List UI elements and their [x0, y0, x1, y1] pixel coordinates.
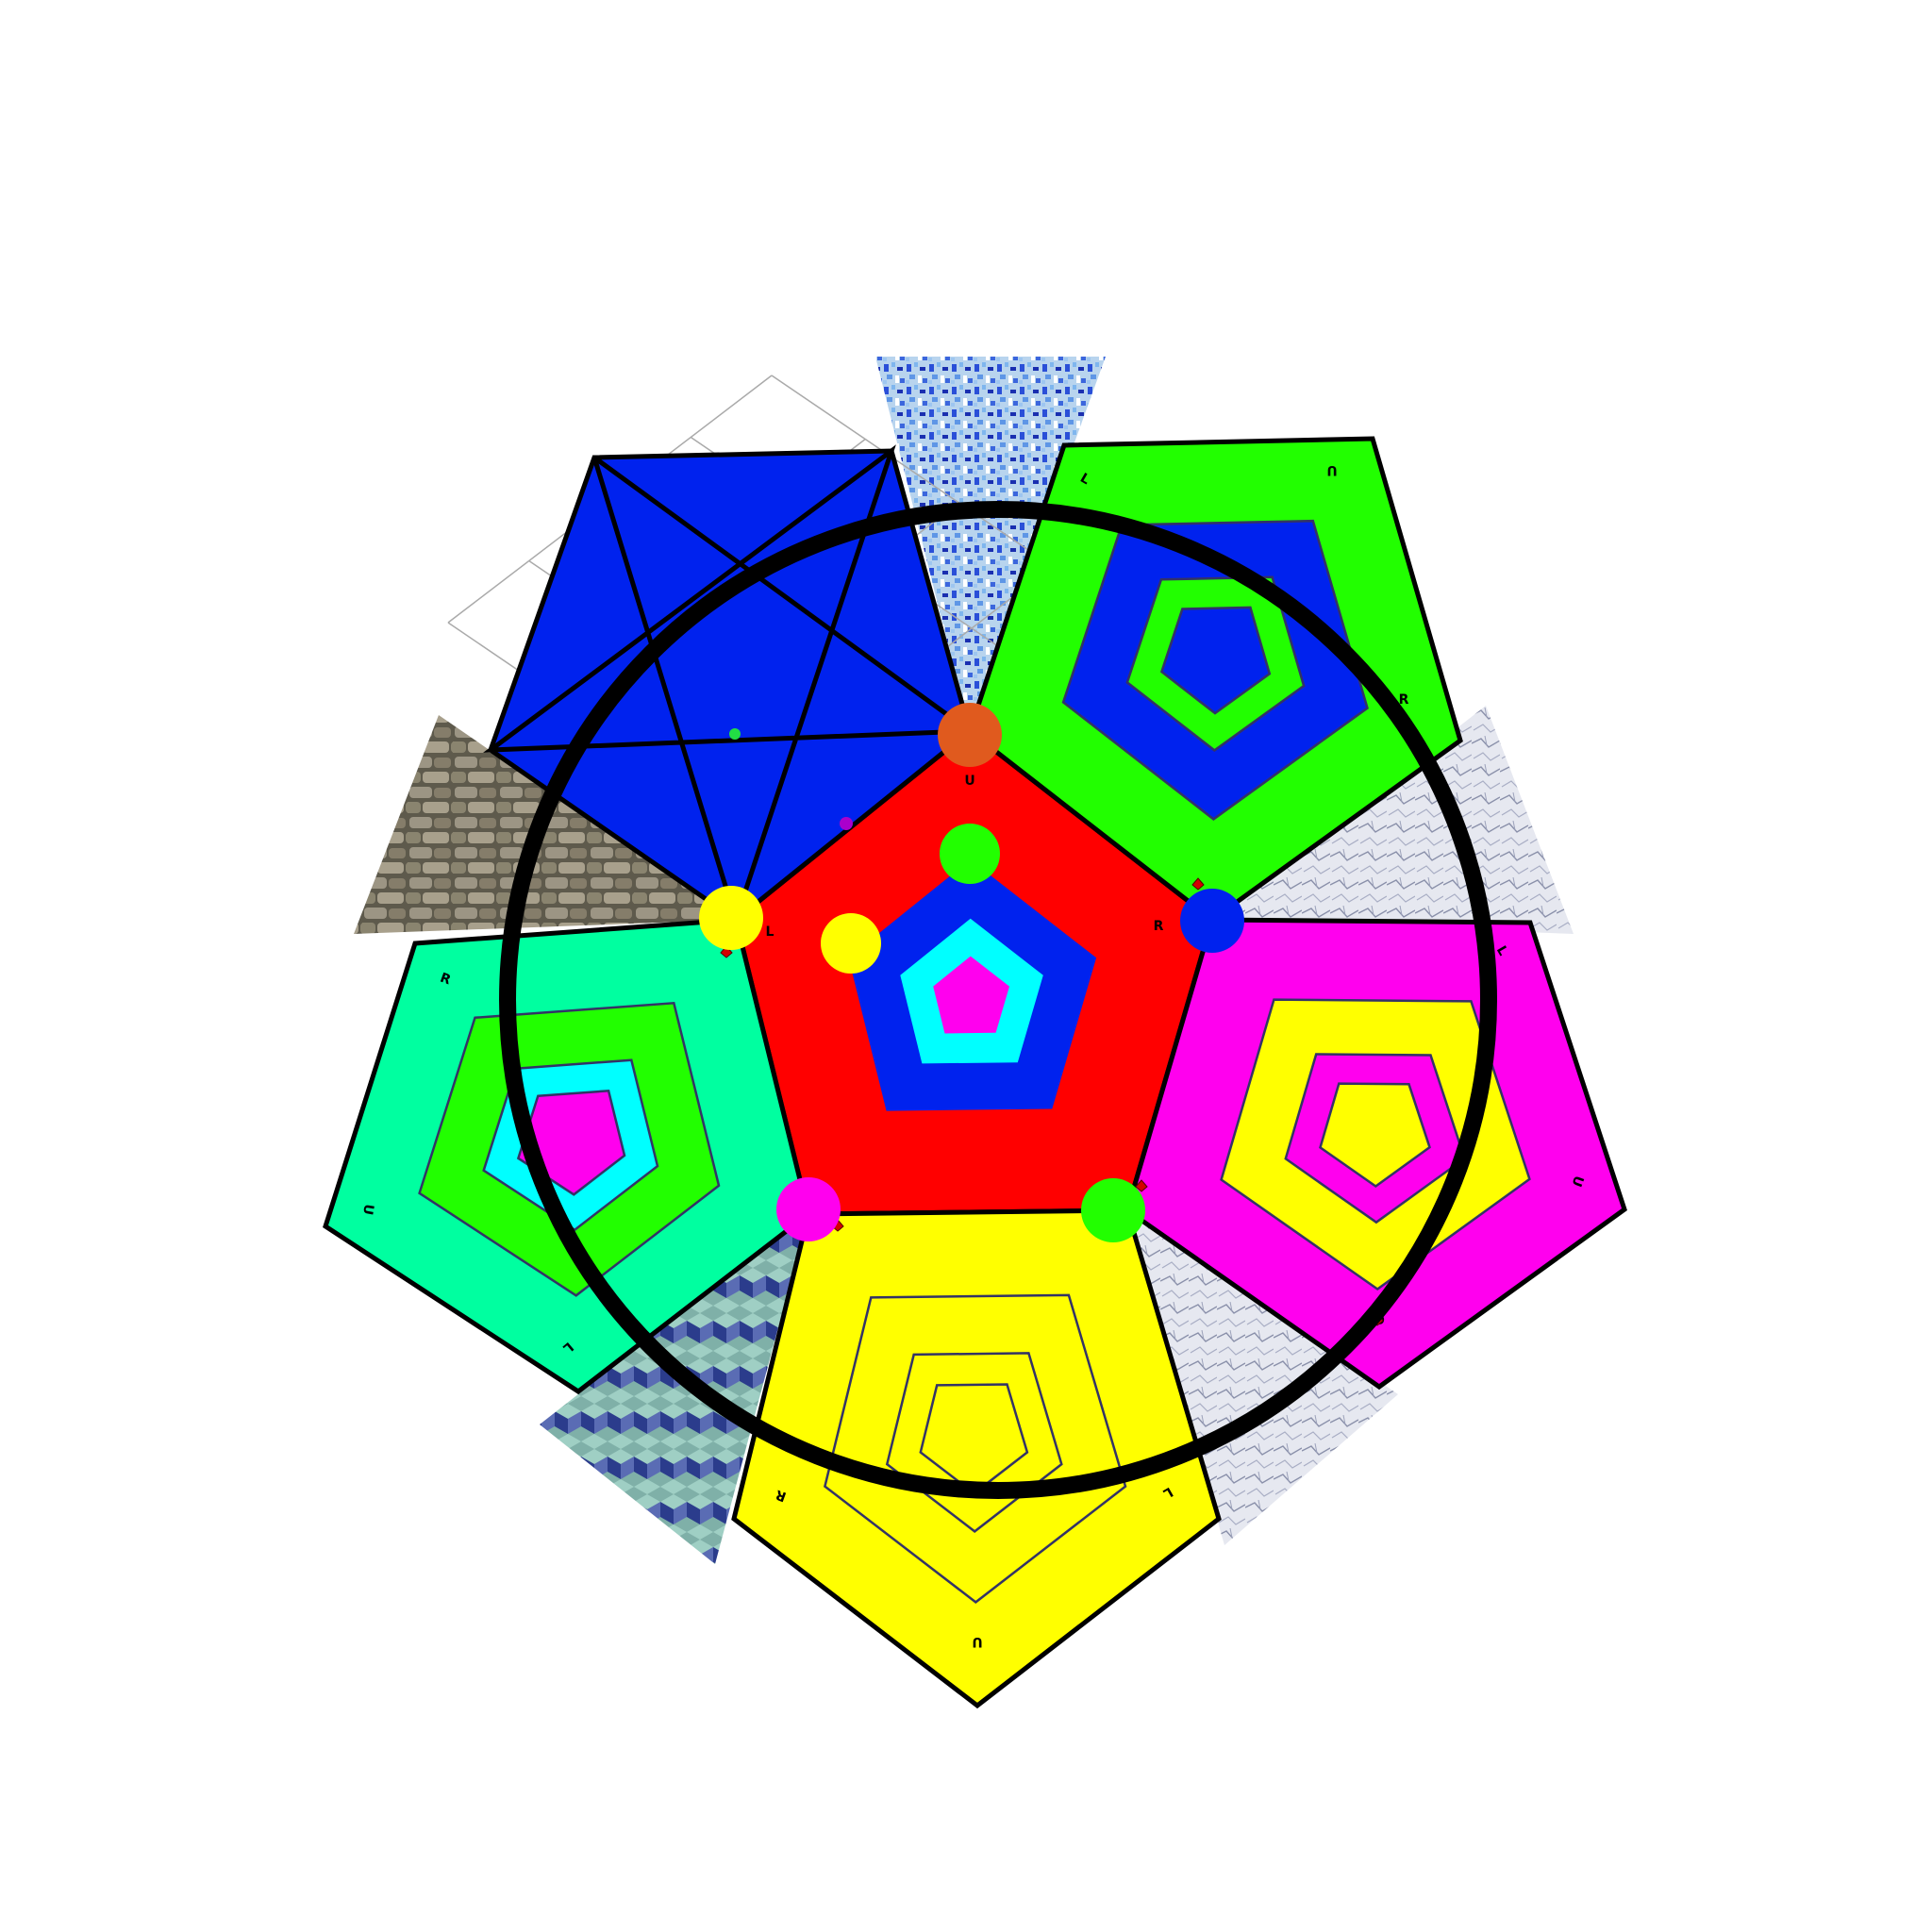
- tiny-purple-dot: [840, 817, 853, 830]
- mosaic-texture-triangle: [875, 357, 1106, 731]
- upper-left-face-shape: [488, 448, 973, 924]
- bottom-face: [731, 1208, 1222, 1709]
- pentagon-faces: [323, 436, 1627, 1709]
- lower-right-vertex-dot: [1081, 1178, 1145, 1242]
- upper-right-face-inner-ring-3: [1159, 606, 1272, 715]
- lower-left-vertex-dot: [776, 1177, 841, 1241]
- edge-label-center-right: R: [1154, 919, 1164, 934]
- right-face-inner-ring-3: [1319, 1082, 1431, 1189]
- bottom-face-inner-ring-3: [919, 1383, 1029, 1495]
- left-face: [323, 917, 811, 1395]
- edge-label-left-up: U: [359, 1203, 376, 1216]
- marble-texture-triangle-right: [1212, 706, 1574, 934]
- left-vertex-dot: [699, 886, 763, 950]
- cube-texture-triangle: [540, 1214, 808, 1564]
- upper-right-face: [967, 436, 1463, 924]
- pentagram-star: [483, 444, 977, 928]
- outer-ring-circle: [499, 501, 1497, 1499]
- top-vertex-dot: [938, 703, 1002, 767]
- inner-left-dot: [821, 913, 881, 974]
- right-face: [1124, 917, 1627, 1391]
- edge-label-bottom-up: U: [972, 1634, 982, 1649]
- marble-texture-triangle-lower-right: [1127, 1210, 1398, 1545]
- vertex-dots: [699, 703, 1244, 1242]
- upper-left-face: [483, 444, 977, 928]
- edge-label-upper-right-right: R: [1399, 692, 1409, 708]
- edge-label-center-left: L: [766, 924, 774, 940]
- edge-label-center-top: U: [964, 774, 974, 789]
- red-marker: [1191, 877, 1205, 891]
- edge-label-right-up: U: [1569, 1174, 1587, 1189]
- edge-label-upper-right-up: U: [1326, 462, 1337, 477]
- inner-top-dot: [940, 824, 1000, 884]
- red-marker: [1135, 1179, 1148, 1192]
- right-vertex-dot: [1180, 889, 1244, 953]
- outer-ring: [499, 501, 1497, 1499]
- center-pentagon-face-inner-ring-3: [933, 956, 1009, 1034]
- tiny-green-dot: [729, 728, 741, 740]
